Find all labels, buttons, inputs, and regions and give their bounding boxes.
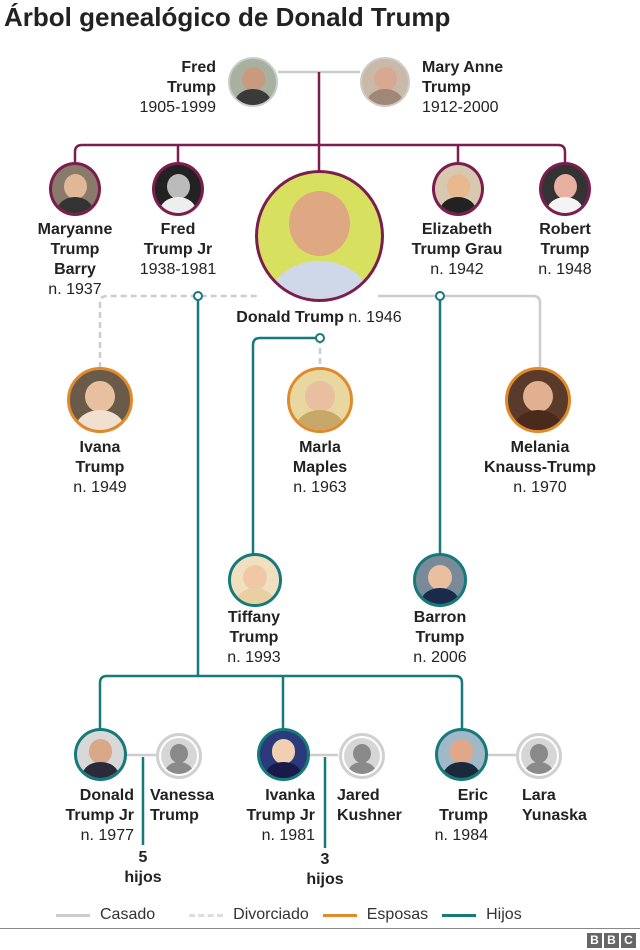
siblings-line bbox=[73, 143, 567, 162]
photo-melania-knauss-trump bbox=[505, 367, 571, 433]
photo-marla-maples bbox=[287, 367, 353, 433]
married-line-melania bbox=[378, 294, 542, 368]
photo-ivanka-trump bbox=[257, 728, 310, 781]
photo-elizabeth-trump-grau bbox=[432, 162, 484, 216]
photo-maryanne-trump-barry bbox=[49, 162, 101, 216]
photo-fred-trump bbox=[228, 57, 278, 107]
photo-barron-trump bbox=[413, 553, 467, 607]
footer-divider bbox=[0, 928, 640, 929]
photo-placeholder-lara-yunaska bbox=[516, 733, 562, 779]
legend-divorced: Divorciado bbox=[189, 906, 309, 924]
junction-dot bbox=[193, 291, 203, 301]
photo-eric-trump bbox=[435, 728, 488, 781]
junction-dot bbox=[435, 291, 445, 301]
legend-swatch-divorced bbox=[189, 913, 224, 917]
legend-swatch-children bbox=[442, 913, 477, 917]
photo-donald-trump-jr bbox=[74, 728, 127, 781]
legend-swatch-married bbox=[56, 913, 90, 917]
legend-children: Hijos bbox=[442, 906, 522, 924]
legend-married: Casado bbox=[56, 906, 155, 924]
grandchildren-line bbox=[98, 674, 464, 730]
legend: Casado Divorciado Esposas Hijos bbox=[56, 906, 536, 924]
label-donald-trump: Donald Trump n. 1946 bbox=[236, 309, 402, 326]
photo-tiffany-trump bbox=[228, 553, 282, 607]
photo-placeholder-jared-kushner bbox=[339, 733, 385, 779]
junction-dot bbox=[315, 333, 325, 343]
children-line-marla bbox=[251, 336, 320, 554]
page-title: Árbol genealógico de Donald Trump bbox=[4, 2, 451, 32]
divorced-line-ivana bbox=[98, 294, 258, 368]
photo-mary-anne-trump bbox=[360, 57, 410, 107]
legend-wives: Esposas bbox=[322, 906, 428, 924]
photo-fred-trump-jr bbox=[152, 162, 204, 216]
photo-robert-trump bbox=[539, 162, 591, 216]
photo-placeholder-vanessa-trump bbox=[156, 733, 202, 779]
photo-donald-trump bbox=[255, 170, 384, 302]
legend-swatch-wives bbox=[322, 913, 357, 917]
photo-ivana-trump bbox=[67, 367, 133, 433]
